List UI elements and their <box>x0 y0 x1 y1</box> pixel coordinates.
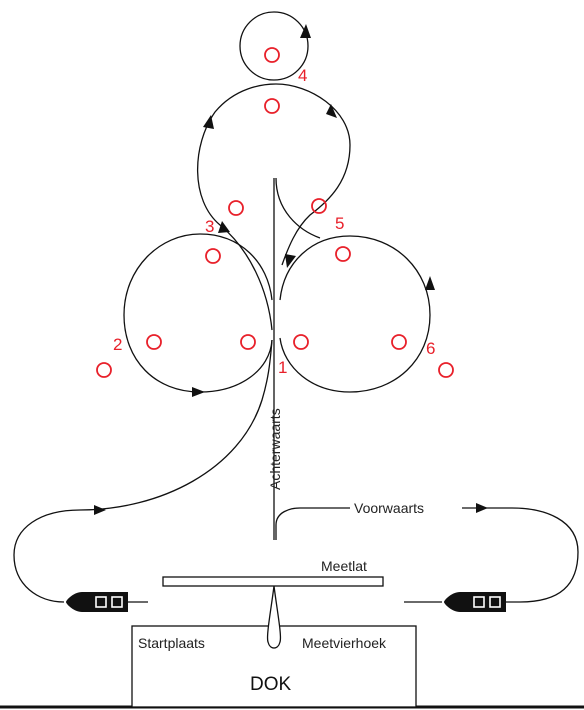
cone-icon <box>96 362 112 378</box>
cone-icon <box>228 200 244 216</box>
startplaats-label: Startplaats <box>138 635 205 651</box>
arrow-icon <box>476 503 488 513</box>
meetlat-bar <box>162 576 384 587</box>
small-loop <box>239 11 309 81</box>
arrow-icon <box>326 104 337 118</box>
arrow-icon <box>425 276 435 290</box>
cone-icon <box>264 47 280 63</box>
cone-icon <box>311 198 327 214</box>
cone-icon <box>264 98 280 114</box>
marker-2: 2 <box>113 335 122 354</box>
achterwaarts-label: Achterwaarts <box>267 408 283 490</box>
right-loop <box>279 235 431 393</box>
marker-1: 1 <box>278 358 287 377</box>
cone-icon <box>391 334 407 350</box>
cone-icon <box>205 248 221 264</box>
cone-icon <box>335 246 351 262</box>
cross-path <box>275 177 321 239</box>
arrow-icon <box>192 387 205 397</box>
cone-icon <box>240 334 256 350</box>
arrow-icon <box>285 254 296 268</box>
left-loop <box>123 233 273 393</box>
marker-3: 3 <box>205 217 214 236</box>
meetlat-label: Meetlat <box>321 558 367 574</box>
voorwaarts-path-a <box>275 507 350 540</box>
boat-icon-right <box>444 592 506 612</box>
voorwaarts-label: Voorwaarts <box>354 500 424 516</box>
boat-icon-left <box>66 592 128 612</box>
arrow-icon <box>300 24 311 38</box>
meetvierhoek-label: Meetvierhoek <box>302 635 387 651</box>
cone-markers <box>96 47 454 378</box>
start-pointer <box>266 585 282 649</box>
marker-4: 4 <box>298 66 307 85</box>
marker-5: 5 <box>335 214 344 233</box>
arrow-icon <box>203 115 214 129</box>
arrow-icon <box>218 221 230 233</box>
left-approach-path <box>13 339 273 603</box>
cone-icon <box>293 334 309 350</box>
dok-label: DOK <box>250 674 292 695</box>
arrow-icon <box>94 505 106 515</box>
cone-icon <box>146 334 162 350</box>
cone-icon <box>438 362 454 378</box>
voorwaarts-path-b <box>462 507 579 603</box>
marker-6: 6 <box>426 339 435 358</box>
